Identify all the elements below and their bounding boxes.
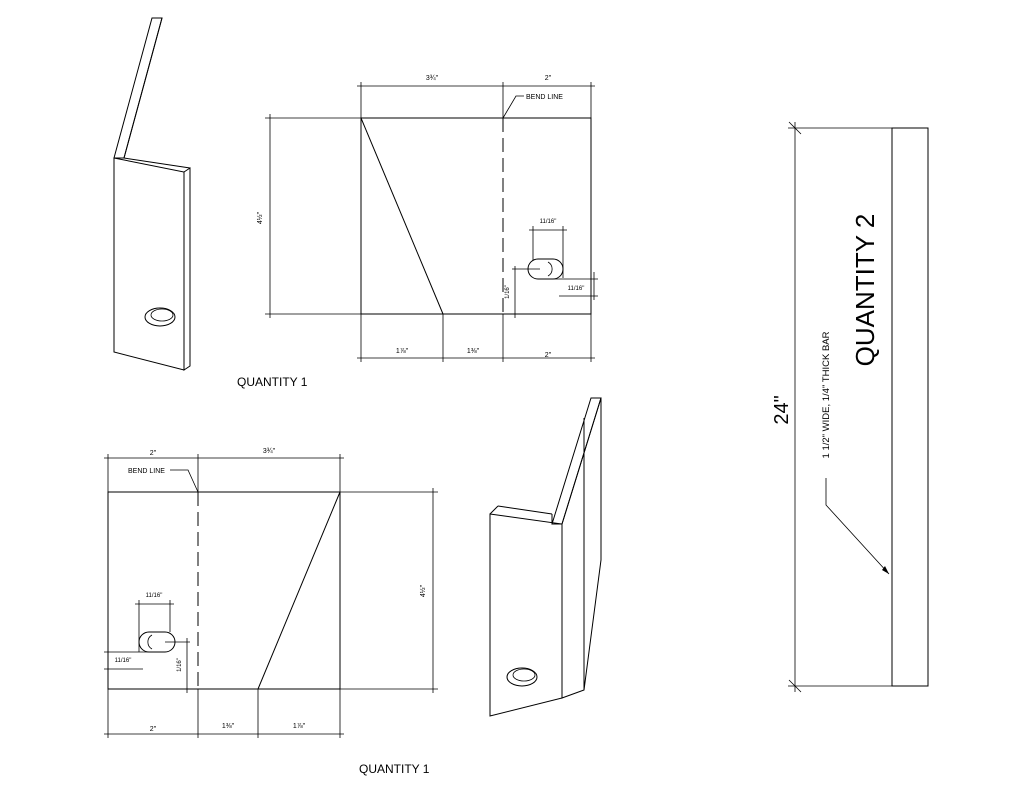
bar-note-leader	[825, 478, 890, 575]
flat-pattern-bottom: 2" 3¾" BEND LINE 4½" 2" 1⅜" 1⅞" 11/16" 1…	[104, 448, 438, 776]
bar-outline	[891, 127, 929, 687]
iso-top-flange-edge	[123, 157, 191, 169]
flat-bottom-dim-bottom-3: 1⅞"	[293, 723, 306, 730]
flat-bottom-dim-bottom-1: 2"	[150, 726, 157, 733]
flat-top-slot-inner	[547, 261, 553, 277]
bottom-part-quantity: QUANTITY 1	[359, 762, 430, 776]
flat-bottom-slot-from-bend: 1/16"	[177, 658, 183, 672]
iso-top-front-face	[113, 157, 185, 371]
flat-top-bend-label: BEND LINE	[526, 94, 563, 101]
flat-top-dim-bottom-3: 2"	[545, 352, 552, 359]
flat-top-dim-top-right: 2"	[545, 75, 552, 82]
iso-top-flange-edge-2	[123, 17, 163, 159]
flat-bottom-slot-inner	[147, 634, 153, 650]
iso-bottom-slot	[506, 667, 538, 687]
flat-bottom-slot-height: 11/16"	[115, 658, 132, 664]
isometric-part-bottom	[489, 397, 602, 717]
iso-top-slot-inner	[150, 308, 174, 322]
iso-bottom-top-edge	[489, 505, 499, 515]
flat-top-height-label: 4½"	[256, 211, 264, 224]
flat-top-diagonal-cut	[360, 117, 444, 315]
flat-bottom-diagonal-cut	[257, 491, 341, 690]
flat-bottom-dim-top-right: 3¾"	[263, 448, 276, 455]
flat-bottom-slot	[138, 631, 176, 653]
iso-bottom-slot-inner	[512, 668, 536, 682]
flat-top-dim-bottom-2: 1⅜"	[467, 348, 480, 355]
flat-top-outline	[360, 117, 592, 315]
bar-note: 1 1/2" WIDE, 1/4" THICK BAR	[821, 331, 832, 458]
flat-bottom-dim-bottom-2: 1⅜"	[222, 723, 235, 730]
bar-quantity-label: QUANTITY 2	[850, 214, 880, 367]
flat-bottom-outline	[107, 491, 341, 690]
flat-top-slot-height: 11/16"	[568, 286, 585, 292]
flat-top-slot-from-bend: 1/16"	[505, 285, 511, 299]
iso-bottom-top-edge-2	[497, 505, 553, 515]
bar-note-arrow	[882, 566, 889, 574]
isometric-part-top	[113, 17, 191, 371]
bar-length-label: 24"	[771, 395, 793, 424]
flat-pattern-top: 4½" 3¾" 2" BEND LINE 1⅞" 1⅜" 2" 11/16" 1…	[237, 75, 598, 389]
bar-tick	[788, 121, 802, 135]
flat-top-slot-width: 11/16"	[540, 219, 557, 225]
bar-part: 24" QUANTITY 2 1 1/2" WIDE, 1/4" THICK B…	[771, 121, 929, 693]
bar-tick	[788, 679, 802, 693]
iso-bottom-back-flange	[551, 397, 602, 525]
iso-top-side-face	[183, 167, 191, 371]
iso-bottom-side-face	[561, 397, 602, 699]
iso-top-back-flange	[113, 17, 163, 159]
flat-bottom-slot-width: 11/16"	[146, 593, 163, 599]
flat-bottom-dim-top-left: 2"	[150, 450, 157, 457]
iso-top-slot	[144, 307, 176, 327]
flat-bottom-bend-label: BEND LINE	[128, 468, 165, 475]
flat-top-dim-top-left: 3¾"	[426, 75, 439, 82]
flat-bottom-height-label: 4½"	[419, 584, 427, 597]
flat-top-bend-leader	[502, 95, 524, 119]
flat-bottom-bend-leader	[170, 469, 199, 493]
flat-top-dim-bottom-1: 1⅞"	[396, 348, 409, 355]
top-part-quantity: QUANTITY 1	[237, 375, 308, 389]
